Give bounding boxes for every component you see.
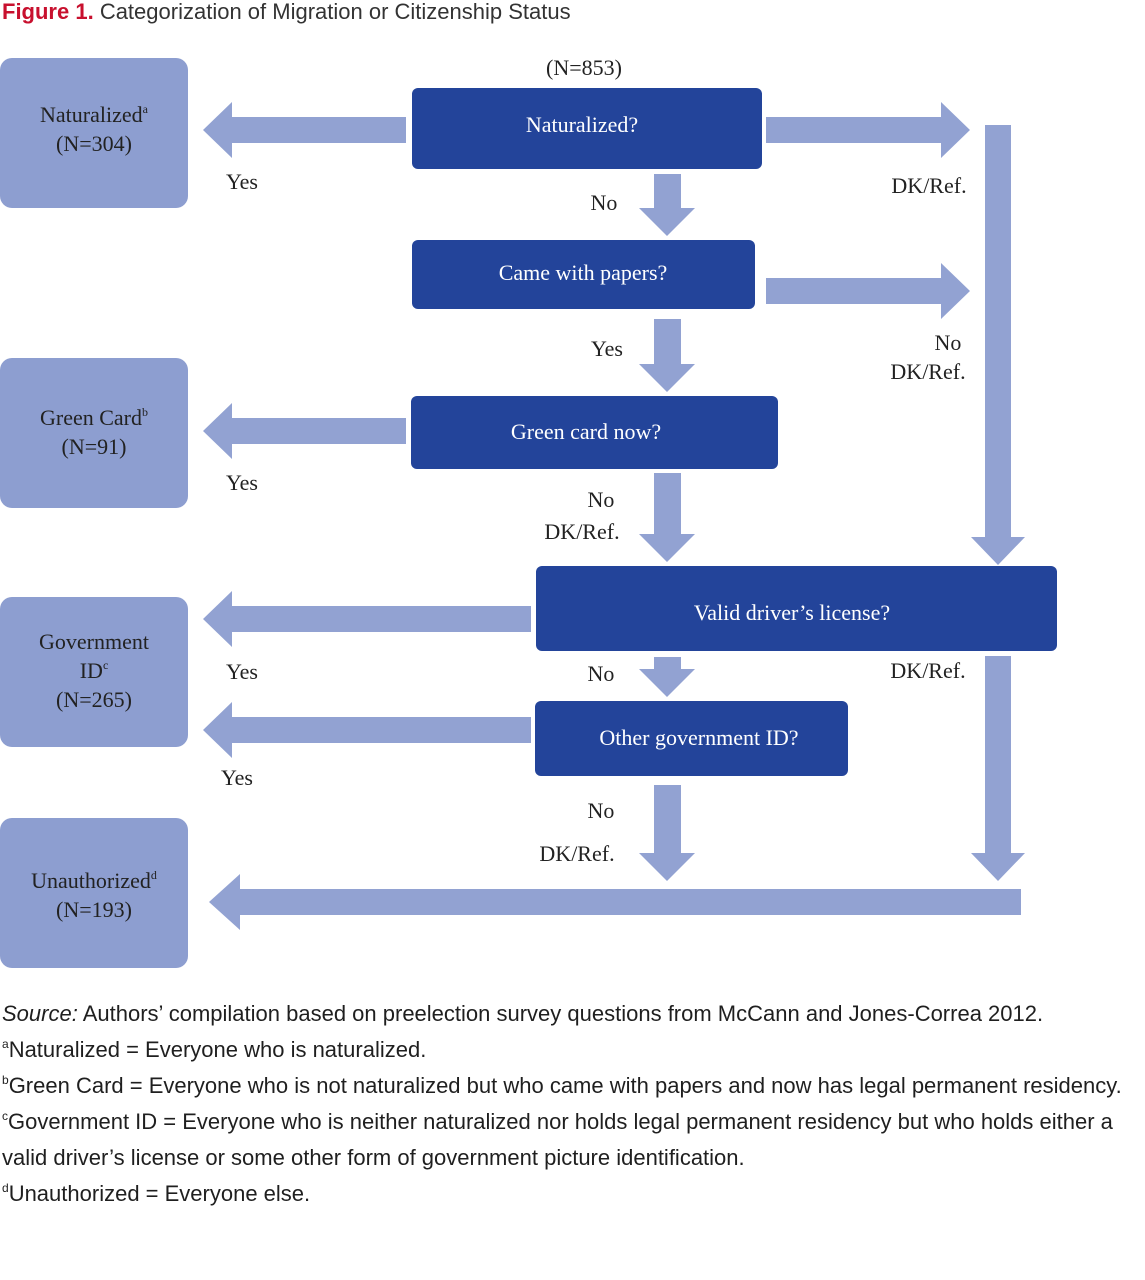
outcome-unauthorized-label: Unauthorizedd xyxy=(31,868,157,893)
edge-label-greencard-dk: DK/Ref. xyxy=(544,519,619,544)
footnote-d: dUnauthorized = Everyone else. xyxy=(2,1181,311,1206)
arrow-otherid-yes xyxy=(203,702,531,758)
source-text: Authors’ compilation based on preelectio… xyxy=(77,1001,1044,1026)
figure-notes: Source: Authors’ compilation based on pr… xyxy=(2,996,1143,1212)
outcome-naturalized-label: Naturalizeda xyxy=(40,102,149,127)
question-papers: Came with papers? xyxy=(499,260,668,285)
figure-title-text: Categorization of Migration or Citizensh… xyxy=(99,0,571,24)
edge-label-papers-dk: DK/Ref. xyxy=(890,359,965,384)
outcome-boxes xyxy=(0,58,188,968)
arrow-right-column-down xyxy=(971,125,1025,565)
question-other-id: Other government ID? xyxy=(599,725,798,750)
arrow-greencard-yes xyxy=(203,403,406,459)
outcome-govid-label-line2: IDc xyxy=(80,658,109,683)
edge-label-license-no: No xyxy=(588,661,615,686)
outcome-govid-count: (N=265) xyxy=(56,687,132,712)
arrow-license-dk xyxy=(971,656,1025,881)
edge-label-license-yes: Yes xyxy=(226,659,258,684)
footnote-c: cGovernment ID = Everyone who is neither… xyxy=(2,1109,1113,1170)
edge-label-greencard-yes: Yes xyxy=(226,470,258,495)
edge-label-papers-no: No xyxy=(935,330,962,355)
outcome-box-greencard xyxy=(0,358,188,508)
question-greencard: Green card now? xyxy=(511,419,661,444)
footnote-a: aNaturalized = Everyone who is naturaliz… xyxy=(2,1037,427,1062)
outcome-unauthorized-count: (N=193) xyxy=(56,897,132,922)
question-box-greencard xyxy=(411,396,778,469)
edge-label-otherid-no: No xyxy=(588,798,615,823)
arrow-license-yes xyxy=(203,591,531,647)
outcome-box-naturalized xyxy=(0,58,188,208)
arrow-to-unauthorized xyxy=(209,874,1021,930)
question-box-naturalized xyxy=(412,88,762,169)
flowchart: Naturalized? Came with papers? Green car… xyxy=(0,55,1057,968)
arrow-license-no xyxy=(639,657,695,697)
arrow-greencard-no-dk xyxy=(639,473,695,562)
outcome-greencard-count: (N=91) xyxy=(62,434,127,459)
outcome-greencard-label: Green Cardb xyxy=(40,405,148,430)
edge-label-naturalized-dk: DK/Ref. xyxy=(891,173,966,198)
edge-label-naturalized-yes: Yes xyxy=(226,169,258,194)
arrow-naturalized-no xyxy=(639,174,695,236)
arrow-otherid-no-dk xyxy=(639,785,695,881)
question-boxes xyxy=(411,88,1057,776)
arrows xyxy=(203,102,1025,930)
arrow-naturalized-yes xyxy=(203,102,406,158)
source-label: Source: xyxy=(2,1001,78,1026)
arrow-papers-yes xyxy=(639,319,695,392)
edge-label-otherid-yes: Yes xyxy=(221,765,253,790)
outcome-box-unauthorized xyxy=(0,818,188,968)
figure-title: Figure 1. Categorization of Migration or… xyxy=(2,0,571,26)
question-naturalized: Naturalized? xyxy=(526,112,638,137)
edge-label-papers-yes: Yes xyxy=(591,336,623,361)
footnote-b: bGreen Card = Everyone who is not natura… xyxy=(2,1073,1122,1098)
outcome-box-govid xyxy=(0,597,188,747)
edge-label-license-dk: DK/Ref. xyxy=(890,658,965,683)
edge-label-naturalized-no: No xyxy=(591,190,618,215)
question-box-license xyxy=(536,566,1057,651)
question-license: Valid driver’s license? xyxy=(694,600,890,625)
edge-label-otherid-dk: DK/Ref. xyxy=(539,841,614,866)
question-box-papers xyxy=(412,240,755,309)
question-box-other-id xyxy=(535,701,848,776)
arrow-naturalized-dk xyxy=(766,102,970,158)
total-count: (N=853) xyxy=(546,55,622,80)
figure-label: Figure 1. xyxy=(2,0,94,24)
edge-label-greencard-no: No xyxy=(588,487,615,512)
source-note: Source: Authors’ compilation based on pr… xyxy=(2,996,1143,1032)
outcome-naturalized-count: (N=304) xyxy=(56,131,132,156)
outcome-govid-label-line1: Government xyxy=(39,629,149,654)
arrow-papers-no-dk xyxy=(766,263,970,319)
